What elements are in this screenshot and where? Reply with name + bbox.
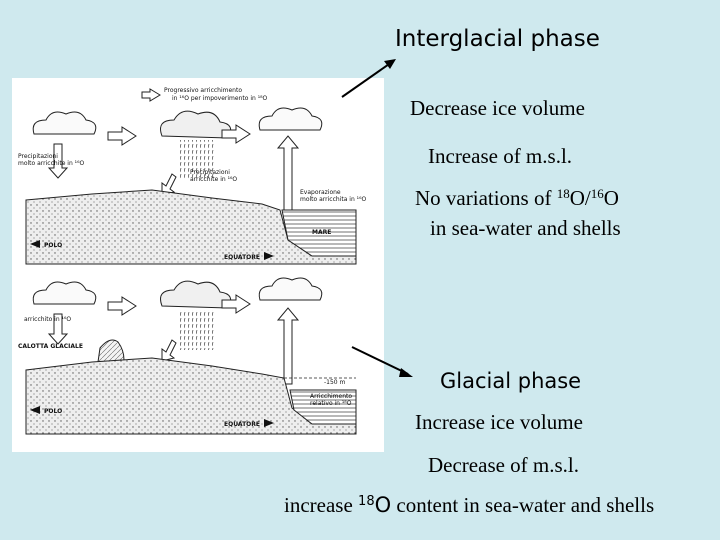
- evaporation-label-line2: molto arricchita in ¹⁶O: [300, 196, 366, 203]
- isotope-element: O: [374, 493, 392, 517]
- glacial-title: Glacial phase: [440, 369, 582, 393]
- cloud-icon: [160, 110, 232, 139]
- ice-cap: [97, 339, 125, 363]
- pole-precip-label-line1: Precipitazioni: [18, 153, 58, 160]
- depth-label: -150 m: [324, 379, 346, 386]
- glacial-ice-volume: Increase ice volume: [415, 410, 583, 434]
- sea-body: [281, 209, 357, 257]
- cloud-icon: [160, 280, 232, 309]
- cloud-icon: [32, 281, 97, 305]
- pointer-arrow-glacial: [351, 346, 413, 377]
- relative-enrichment-label-line2: relativo in ¹⁸O: [310, 400, 352, 407]
- arrow-right-icon: [264, 419, 274, 427]
- equator-label: EQUATORE: [224, 254, 260, 261]
- arrow-left-icon: [221, 294, 251, 314]
- isotope-mass-18: 18: [556, 185, 570, 201]
- glacial-msl: Decrease of m.s.l.: [428, 453, 580, 477]
- rain-shower: [180, 140, 216, 180]
- isotope-mass-18: 18: [358, 493, 375, 509]
- rain-shower: [180, 310, 216, 350]
- isotope-mass-16: 16: [590, 185, 604, 201]
- isotope-element: O/: [569, 186, 591, 210]
- pole-label: POLO: [44, 408, 62, 415]
- glacial-isotope-prefix: increase: [284, 493, 359, 517]
- arrow-left-icon: [30, 406, 40, 414]
- icecap-label: CALOTTA GLACIALE: [18, 343, 83, 350]
- isotope-element: O: [603, 186, 619, 210]
- pointer-arrow-interglacial: [341, 59, 396, 98]
- isotope-diagram-svg: Progressivo arricchimento in ¹⁶O per imp…: [18, 87, 366, 435]
- land-profile: [25, 189, 357, 265]
- arrow-left-icon: [107, 126, 137, 146]
- glacial-isotope-line: increase 18O content in sea-water and sh…: [284, 493, 654, 518]
- interglacial-isotope-line: No variations of 18O/16O: [415, 186, 619, 211]
- arrow-up-icon: [276, 135, 300, 219]
- arrow-right-icon: [264, 252, 274, 260]
- arrow-left-icon: [30, 240, 40, 248]
- arrow-left-icon: [107, 296, 137, 316]
- relative-enrichment-label-line1: Arricchimento: [310, 393, 352, 400]
- sea-label: MARE: [312, 229, 331, 236]
- glacial-isotope-suffix: content in sea-water and shells: [391, 493, 655, 517]
- depletion-label-line2: in ¹⁶O per impoverimento in ¹⁸O: [172, 95, 268, 102]
- arrow-left-icon: [141, 88, 161, 102]
- evaporation-label-line1: Evaporazione: [300, 189, 341, 196]
- arrow-down-icon: [47, 143, 69, 179]
- sea-body: [289, 389, 357, 425]
- pole-precip-label-line2: molto arricchite in ¹⁶O: [18, 160, 84, 167]
- enriched-label: arricchito in ¹⁶O: [24, 316, 71, 323]
- interglacial-title: Interglacial phase: [395, 26, 600, 52]
- arrow-down-icon: [47, 313, 69, 345]
- land-profile: [25, 357, 357, 435]
- arrow-up-icon: [276, 307, 300, 385]
- cloud-icon: [258, 107, 323, 131]
- cloud-icon: [32, 111, 97, 135]
- interglacial-msl: Increase of m.s.l.: [428, 144, 573, 168]
- interglacial-isotope-prefix: No variations of: [415, 186, 557, 210]
- interglacial-seawater-shells: in sea-water and shells: [430, 216, 621, 240]
- mid-precip-label-line2: arricchite in ¹⁶O: [190, 176, 237, 183]
- arrow-left-icon: [221, 124, 251, 144]
- interglacial-ice-volume: Decrease ice volume: [410, 96, 585, 120]
- cloud-icon: [258, 277, 323, 301]
- isotope-diagram-figure: Progressivo arricchimento in ¹⁶O per imp…: [12, 78, 384, 452]
- arrow-down-icon: [161, 339, 177, 362]
- pole-label: POLO: [44, 242, 62, 249]
- glacial-panel: arricchito in ¹⁶O CALOTTA GLACIALE -150 …: [18, 277, 357, 435]
- equator-label: EQUATORE: [224, 421, 260, 428]
- mid-precip-label-line1: Precipitazioni: [190, 169, 230, 176]
- depletion-label-line1: Progressivo arricchimento: [164, 87, 242, 94]
- interglacial-panel: Progressivo arricchimento in ¹⁶O per imp…: [18, 87, 366, 265]
